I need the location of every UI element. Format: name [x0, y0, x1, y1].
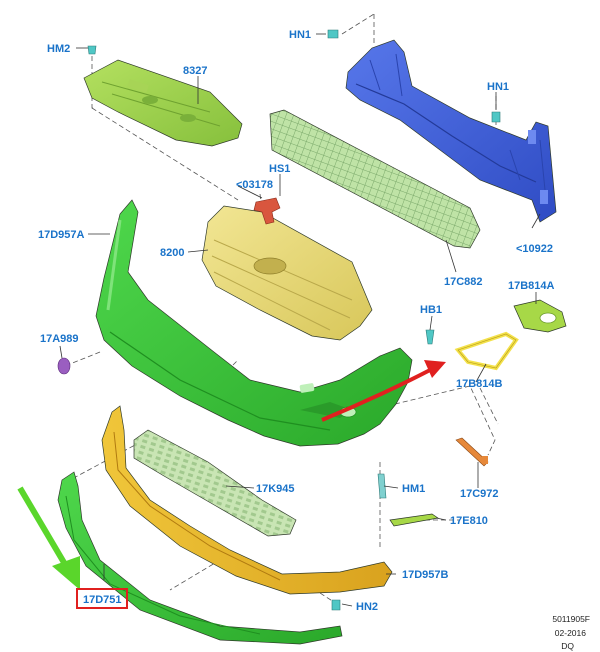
label-17e810: 17E810: [450, 515, 488, 527]
label-17d957b: 17D957B: [402, 569, 449, 581]
leader-lines: [59, 33, 541, 607]
fog-bezel-a-part: [513, 299, 567, 333]
label-03178: <03178: [236, 179, 273, 191]
fog-bezel-b-part: [454, 331, 519, 371]
label-hb1: HB1: [420, 304, 442, 316]
drawing-date: 02-2016: [555, 628, 586, 638]
label-17d957a: 17D957A: [38, 229, 85, 241]
label-hm2: HM2: [47, 43, 70, 55]
clip-hn1-top-icon: [327, 29, 339, 39]
bracket-hm1-icon: [377, 473, 387, 499]
highlight-box: [76, 588, 128, 609]
lower-grille-part: [133, 429, 297, 537]
highlighted-part-17d751: 17D751: [76, 588, 128, 609]
label-17k945: 17K945: [256, 483, 295, 495]
label-10922: <10922: [516, 243, 553, 255]
bracket-03178-icon: [253, 197, 281, 225]
indicator-arrow-green: [17, 486, 80, 590]
label-8200: 8200: [160, 247, 184, 259]
strip-17e810-part: [389, 513, 439, 527]
label-17b814b: 17B814B: [456, 378, 503, 390]
clip-hn2-icon: [331, 599, 341, 611]
label-8327: 8327: [183, 65, 207, 77]
drawing-number: 5011905F: [552, 614, 590, 624]
lower-absorber-part: [101, 405, 393, 595]
highlight-arrow-red: [321, 360, 446, 422]
plug-17a989-icon: [57, 357, 71, 375]
drawing-author: DQ: [561, 641, 574, 651]
bolt-hb1-icon: [425, 329, 435, 345]
label-hn1-top: HN1: [289, 29, 311, 41]
undershield-part: [83, 59, 243, 147]
drawing-meta: 5011905F 02-2016 DQ: [552, 614, 590, 651]
bumper-beam-part: [345, 39, 557, 223]
clip-hm2-icon: [87, 45, 97, 55]
label-17d751: 17D751: [83, 594, 122, 606]
label-17c972: 17C972: [460, 488, 499, 500]
label-17a989: 17A989: [40, 333, 79, 345]
label-17b814a: 17B814A: [508, 280, 555, 292]
label-hs1: HS1: [269, 163, 290, 175]
bracket-17c972-icon: [455, 437, 489, 467]
part-labels: HM2 8327 HN1 HN1 HS1 <03178 17D957A 8200…: [38, 29, 555, 613]
clip-hn1-right-icon: [491, 111, 501, 123]
label-hn1-right: HN1: [487, 81, 509, 93]
lower-lip-part: [57, 471, 343, 645]
label-hm1: HM1: [402, 483, 425, 495]
grille-part: [201, 205, 373, 341]
label-hn2: HN2: [356, 601, 378, 613]
label-17c882: 17C882: [444, 276, 483, 288]
energy-absorber-part: [269, 109, 481, 249]
